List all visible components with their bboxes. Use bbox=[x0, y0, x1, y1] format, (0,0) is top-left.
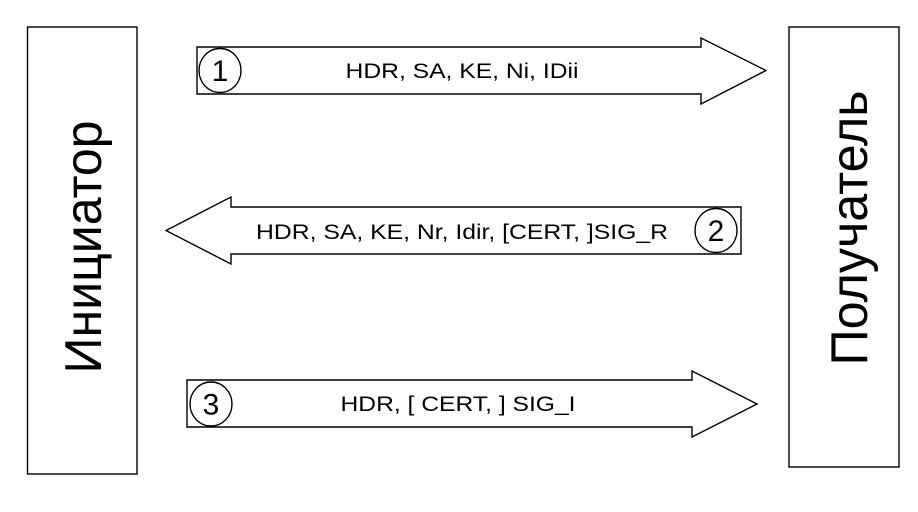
message-text-3: HDR, [ CERT, ] SIG_I bbox=[341, 393, 576, 416]
step-number-1: 1 bbox=[212, 55, 229, 88]
initiator-box: Инициатор bbox=[26, 26, 138, 475]
message-arrow-3: 3 HDR, [ CERT, ] SIG_I bbox=[186, 369, 759, 439]
message-text-1: HDR, SA, KE, Ni, IDii bbox=[346, 60, 579, 83]
step-number-circle-2 bbox=[694, 207, 738, 254]
responder-box: Получатель bbox=[788, 26, 900, 468]
step-number-2: 2 bbox=[708, 215, 725, 248]
step-number-3: 3 bbox=[203, 389, 220, 422]
initiator-label: Инициатор bbox=[55, 121, 113, 374]
message-text-2: HDR, SA, KE, Nr, Idir, [CERT, ]SIG_R bbox=[256, 221, 668, 244]
step-number-circle-1 bbox=[198, 47, 242, 94]
message-arrow-1: 1 HDR, SA, KE, Ni, IDii bbox=[196, 36, 768, 106]
message-arrow-2: 2 HDR, SA, KE, Nr, Idir, [CERT, ]SIG_R bbox=[164, 195, 742, 266]
responder-label: Получатель bbox=[821, 91, 879, 366]
step-number-circle-3 bbox=[189, 381, 233, 427]
